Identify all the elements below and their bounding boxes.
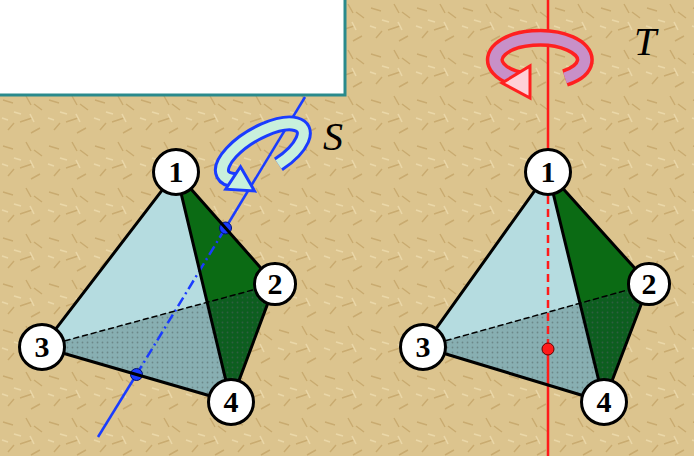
tetrahedron-edge	[446, 354, 581, 395]
rotation-axis	[547, 349, 550, 456]
axis-point	[542, 343, 554, 355]
tetrahedron-edge	[65, 354, 208, 396]
tetrahedron-edge	[192, 190, 261, 268]
vertex-circle: 2	[627, 262, 671, 306]
tetrahedron-edge	[437, 192, 534, 328]
vertex-number: 3	[416, 332, 431, 362]
hidden-edge	[446, 290, 628, 341]
vertex-number: 1	[169, 157, 184, 187]
rotation-axis	[547, 0, 550, 150]
tetrahedron-edge	[554, 195, 599, 378]
vertex-circle: 3	[18, 323, 66, 371]
rotation-axis-hidden	[137, 228, 226, 375]
rotation-arrow	[495, 38, 585, 98]
hidden-edge	[65, 290, 254, 341]
vertex-circle: 4	[580, 378, 628, 426]
vertex-circle: 4	[207, 378, 255, 426]
tetrahedron-edge	[564, 190, 634, 268]
vertex-circle: 2	[253, 262, 297, 306]
rotation-label: S	[323, 117, 343, 157]
tetrahedron-edge	[57, 191, 162, 328]
rotation-axis-hidden	[547, 196, 550, 349]
vertex-number: 3	[35, 332, 50, 362]
vertex-number: 1	[541, 157, 556, 187]
tetrahedron-edge	[239, 304, 267, 379]
title-panel	[0, 0, 345, 95]
vertex-circle: 1	[524, 148, 572, 196]
tetrahedron-edge	[613, 304, 642, 379]
rotation-axis	[98, 375, 137, 438]
vertex-number: 4	[597, 387, 612, 417]
rotation-label: T	[634, 22, 656, 62]
vertex-circle: 1	[152, 148, 200, 196]
vertex-circle: 3	[399, 323, 447, 371]
vertex-number: 2	[641, 269, 656, 299]
rotation-arrow	[209, 112, 317, 203]
vertex-number: 4	[224, 387, 239, 417]
vertex-number: 2	[267, 269, 282, 299]
tetrahedron-edge	[182, 195, 226, 378]
